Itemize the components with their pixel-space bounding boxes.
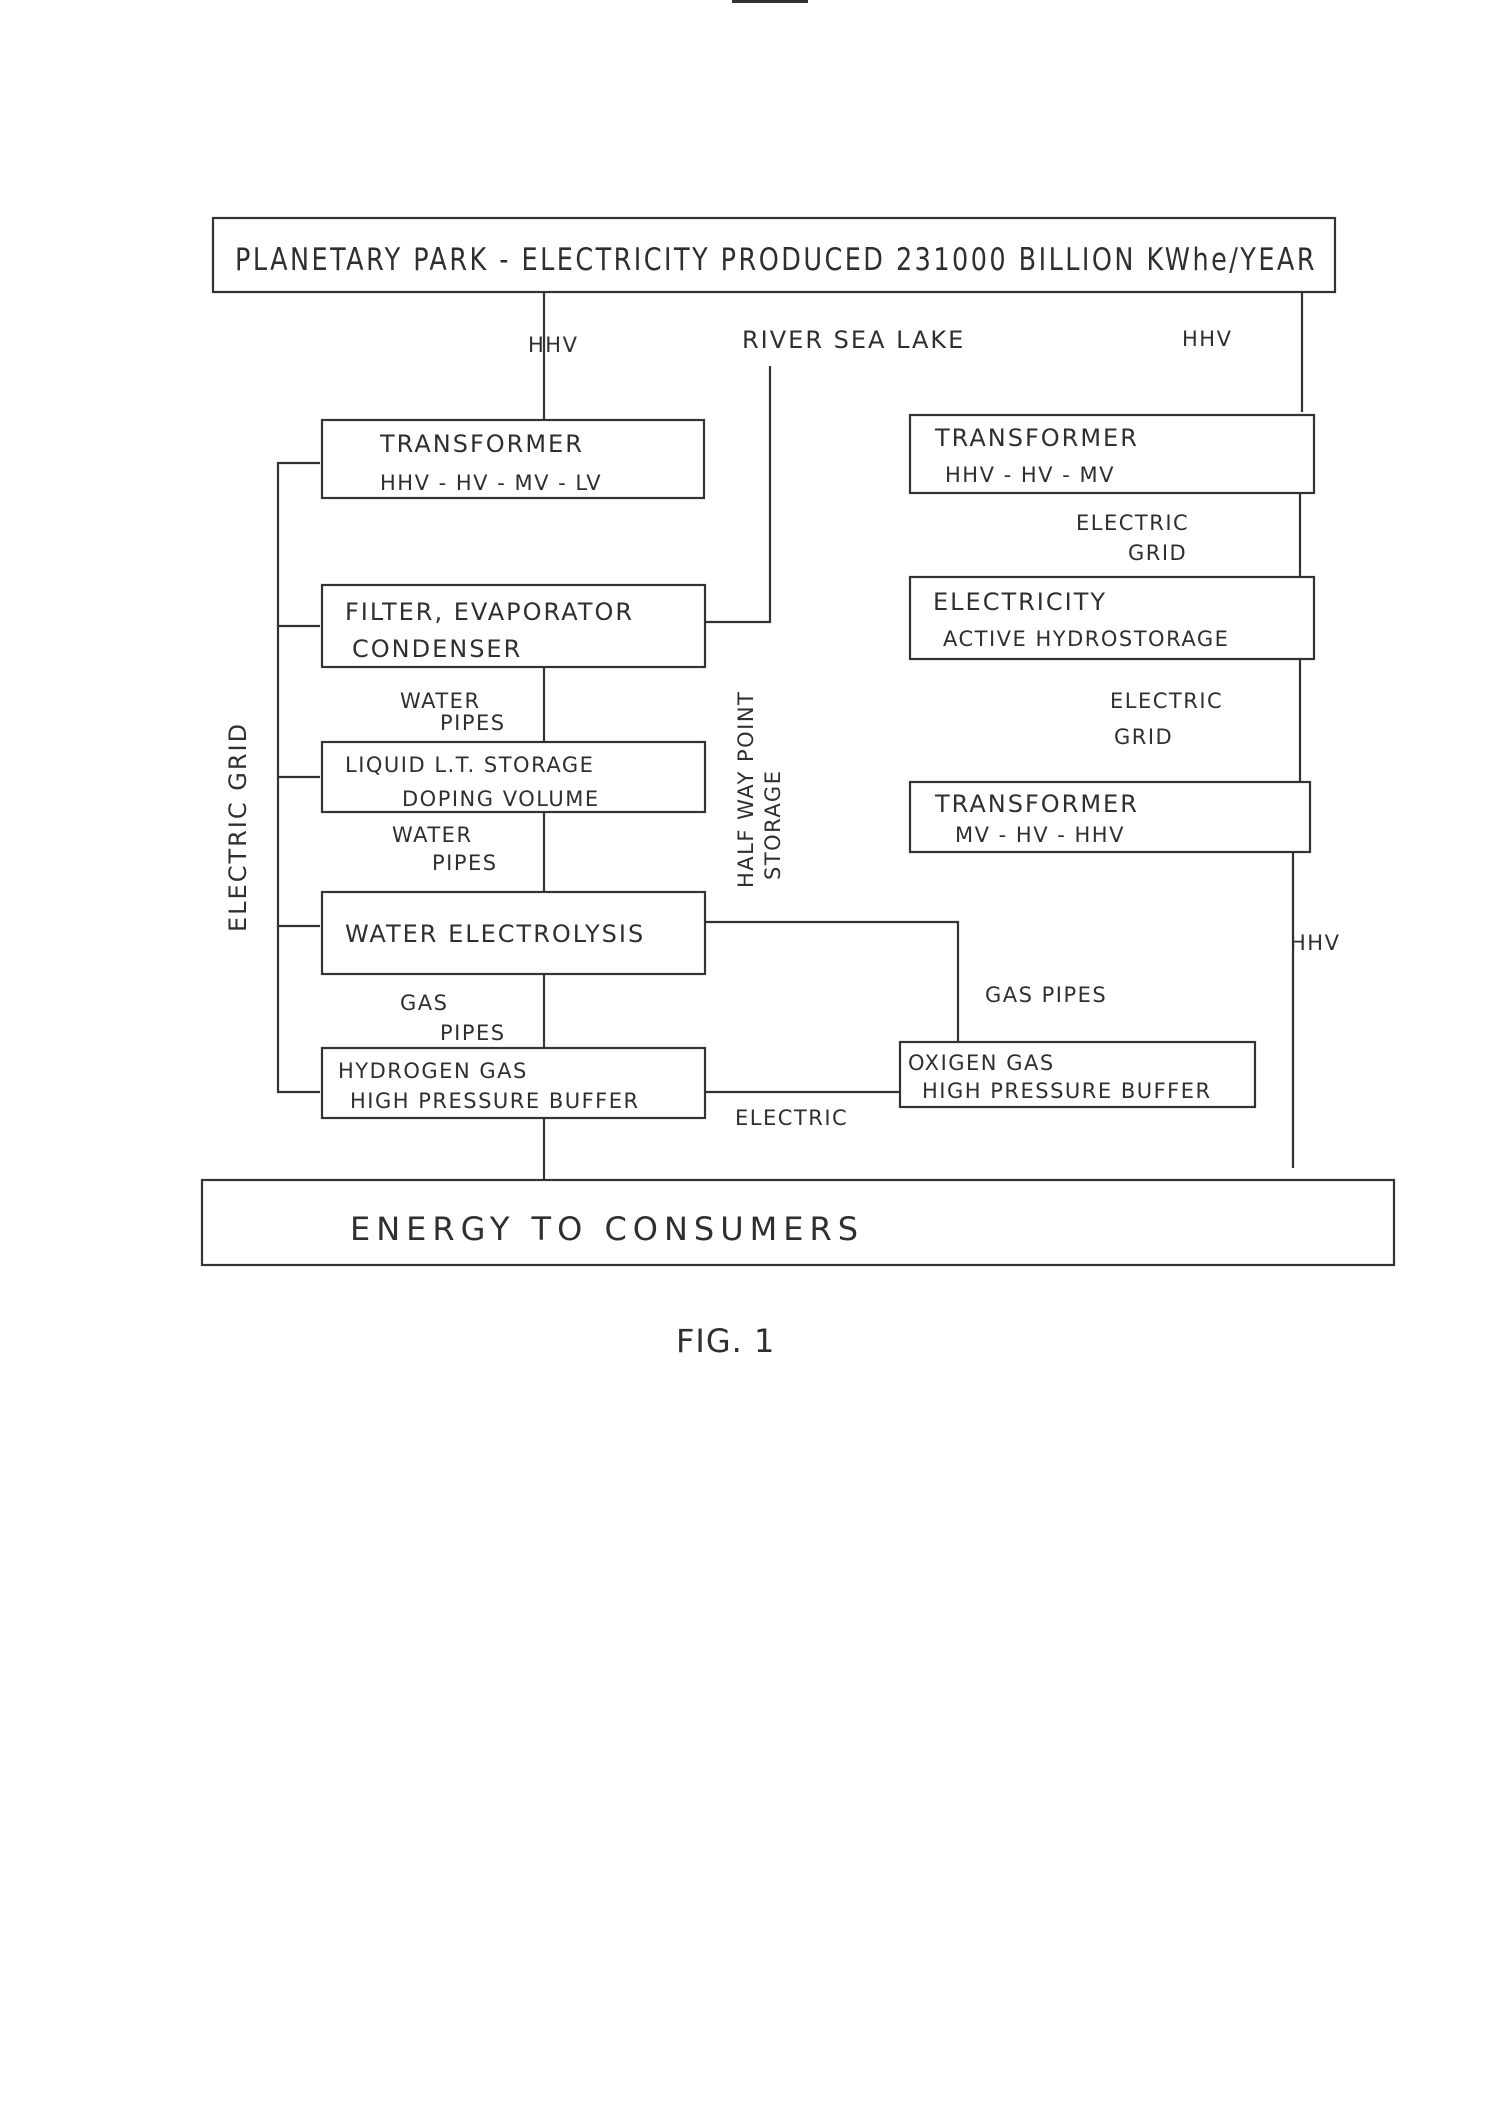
filter-evaporator-box: FILTER, EVAPORATOR CONDENSER: [320, 583, 707, 669]
filter-line2: CONDENSER: [352, 635, 522, 663]
storage-line2: DOPING VOLUME: [402, 787, 600, 811]
electric-grid-2-line2: GRID: [1114, 725, 1173, 749]
filter-line1: FILTER, EVAPORATOR: [345, 598, 634, 626]
title-text: PLANETARY PARK - ELECTRICITY PRODUCED 23…: [235, 242, 1317, 278]
transformer-left-box: TRANSFORMER HHV - HV - MV - LV: [320, 418, 706, 500]
hydrogen-line2: HIGH PRESSURE BUFFER: [350, 1089, 640, 1113]
electric-grid-2-line1: ELECTRIC: [1110, 689, 1223, 713]
hhv-right-label: HHV: [1182, 327, 1232, 351]
water-pipes-2-line1: WATER: [392, 823, 473, 847]
transformer-bottom-right-line2: MV - HV - HHV: [955, 823, 1125, 847]
active-hydrostorage-box: ELECTRICITY ACTIVE HYDROSTORAGE: [908, 575, 1316, 661]
river-sea-lake-label: RIVER SEA LAKE: [742, 326, 965, 354]
transformer-top-right-line2: HHV - HV - MV: [945, 463, 1115, 487]
top-edge-mark: [732, 0, 808, 3]
transformer-left-line2: HHV - HV - MV - LV: [380, 471, 602, 495]
half-way-line2: STORAGE: [761, 770, 785, 880]
water-pipes-1-line1: WATER: [400, 689, 481, 713]
river-water-line: [705, 366, 772, 624]
oxygen-gas-pipe-line: [705, 920, 960, 1042]
figure-label: FIG. 1: [676, 1322, 775, 1360]
hhv-left-label: HHV: [528, 333, 578, 357]
water-pipes-2-line2: PIPES: [432, 851, 498, 875]
electric-grid-1-line1: ELECTRIC: [1076, 511, 1189, 535]
oxigen-line1: OXIGEN GAS: [908, 1051, 1055, 1075]
water-electrolysis-box: WATER ELECTROLYSIS: [320, 890, 707, 976]
oxigen-line2: HIGH PRESSURE BUFFER: [922, 1079, 1212, 1103]
electrolysis-text: WATER ELECTROLYSIS: [345, 920, 645, 948]
title-box: PLANETARY PARK - ELECTRICITY PRODUCED 23…: [211, 216, 1337, 294]
gas-pipes-right-label: GAS PIPES: [985, 983, 1107, 1007]
oxigen-buffer-box: OXIGEN GAS HIGH PRESSURE BUFFER: [898, 1040, 1257, 1109]
hydrostorage-line1: ELECTRICITY: [933, 588, 1107, 616]
gas-pipes-line1: GAS: [400, 991, 448, 1015]
energy-text: ENERGY TO CONSUMERS: [350, 1210, 864, 1248]
hydrogen-buffer-box: HYDROGEN GAS HIGH PRESSURE BUFFER: [320, 1046, 707, 1120]
transformer-bottom-right-line1: TRANSFORMER: [934, 790, 1139, 818]
electric-link-label: ELECTRIC: [735, 1106, 848, 1130]
storage-line1: LIQUID L.T. STORAGE: [345, 753, 594, 777]
gas-pipes-line2: PIPES: [440, 1021, 506, 1045]
transformer-top-right-line1: TRANSFORMER: [934, 424, 1139, 452]
energy-to-consumers-box: ENERGY TO CONSUMERS: [200, 1178, 1396, 1267]
hydrogen-line1: HYDROGEN GAS: [338, 1059, 528, 1083]
hydrostorage-line2: ACTIVE HYDROSTORAGE: [943, 627, 1229, 651]
electric-grid-vertical-label: ELECTRIC GRID: [224, 722, 252, 932]
water-pipes-1-line2: PIPES: [440, 711, 506, 735]
transformer-left-line1: TRANSFORMER: [379, 430, 584, 458]
liquid-storage-box: LIQUID L.T. STORAGE DOPING VOLUME: [320, 740, 707, 814]
electric-grid-1-line2: GRID: [1128, 541, 1187, 565]
half-way-line1: HALF WAY POINT: [734, 691, 758, 888]
transformer-top-right-box: TRANSFORMER HHV - HV - MV: [908, 413, 1316, 495]
hhv-lower-right-label: HHV: [1290, 931, 1340, 955]
transformer-bottom-right-box: TRANSFORMER MV - HV - HHV: [908, 780, 1312, 854]
